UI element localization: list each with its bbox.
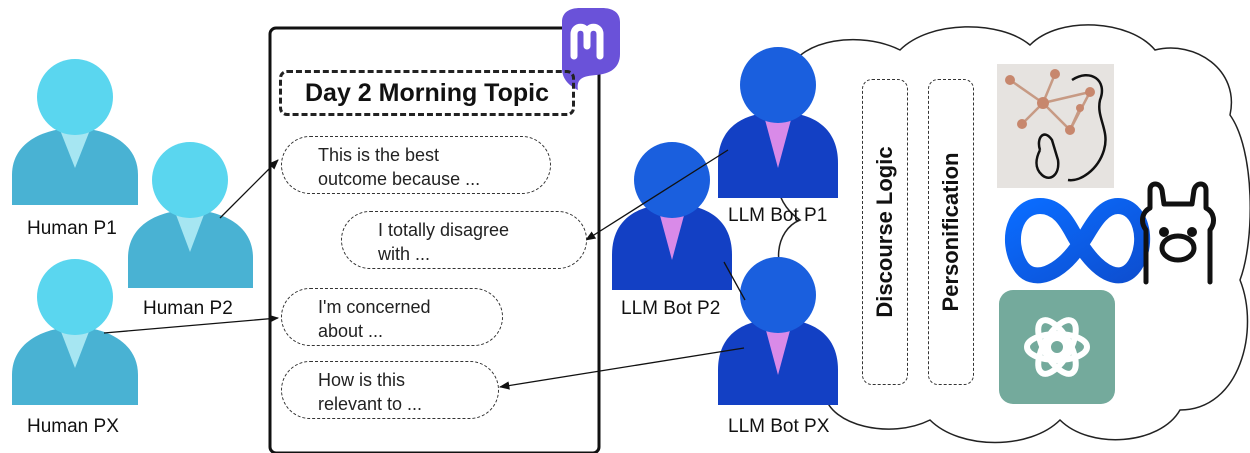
post-2[interactable]: I totally disagree with ... (341, 211, 587, 269)
bot-px-figure (718, 257, 838, 405)
post-3-line-2: about ... (318, 321, 384, 341)
openai-logo-icon (999, 290, 1115, 404)
discourse-logic-box: Discourse Logic (862, 79, 908, 385)
link-bot-p2-to-bot-px (723, 261, 746, 301)
meta-logo-icon (1004, 198, 1151, 284)
human-p1-figure (12, 59, 138, 205)
human-p1-label: Human P1 (27, 218, 117, 239)
arrow-bot-p1-to-post (585, 149, 729, 241)
bot-p1-figure (718, 47, 838, 198)
post-4-line-1: How is this (318, 370, 406, 390)
topic-heading: Day 2 Morning Topic (279, 70, 575, 116)
mastodon-logo-icon (562, 8, 620, 90)
human-px-figure (12, 259, 138, 405)
post-1-line-2: outcome because ... (318, 169, 481, 189)
post-3[interactable]: I'm concerned about ... (281, 288, 503, 346)
network-brain-icon (997, 64, 1114, 188)
arrow-human-px-to-post (103, 314, 280, 334)
arrow-bot-px-to-post (498, 347, 745, 390)
post-1-line-1: This is the best (318, 145, 440, 165)
post-3-line-1: I'm concerned (318, 297, 431, 317)
personification-label: Personification (938, 152, 963, 312)
arrow-human-p2-to-post (219, 159, 279, 219)
human-px-label: Human PX (27, 416, 119, 437)
bot-p2-label: LLM Bot P2 (621, 298, 721, 319)
post-4-line-2: relevant to ... (318, 394, 423, 414)
post-1[interactable]: This is the best outcome because ... (281, 136, 551, 194)
personification-box: Personification (928, 79, 974, 385)
bot-p2-figure (612, 142, 732, 290)
post-4[interactable]: How is this relevant to ... (281, 361, 499, 419)
discourse-logic-label: Discourse Logic (872, 146, 897, 318)
human-p2-figure (128, 142, 253, 288)
bot-p1-label: LLM Bot P1 (728, 205, 828, 226)
bot-px-label: LLM Bot PX (728, 416, 830, 437)
human-p2-label: Human P2 (143, 298, 233, 319)
llama-icon (1140, 181, 1216, 285)
post-2-line-1: I totally disagree (378, 220, 510, 240)
post-2-line-2: with ... (378, 244, 431, 264)
